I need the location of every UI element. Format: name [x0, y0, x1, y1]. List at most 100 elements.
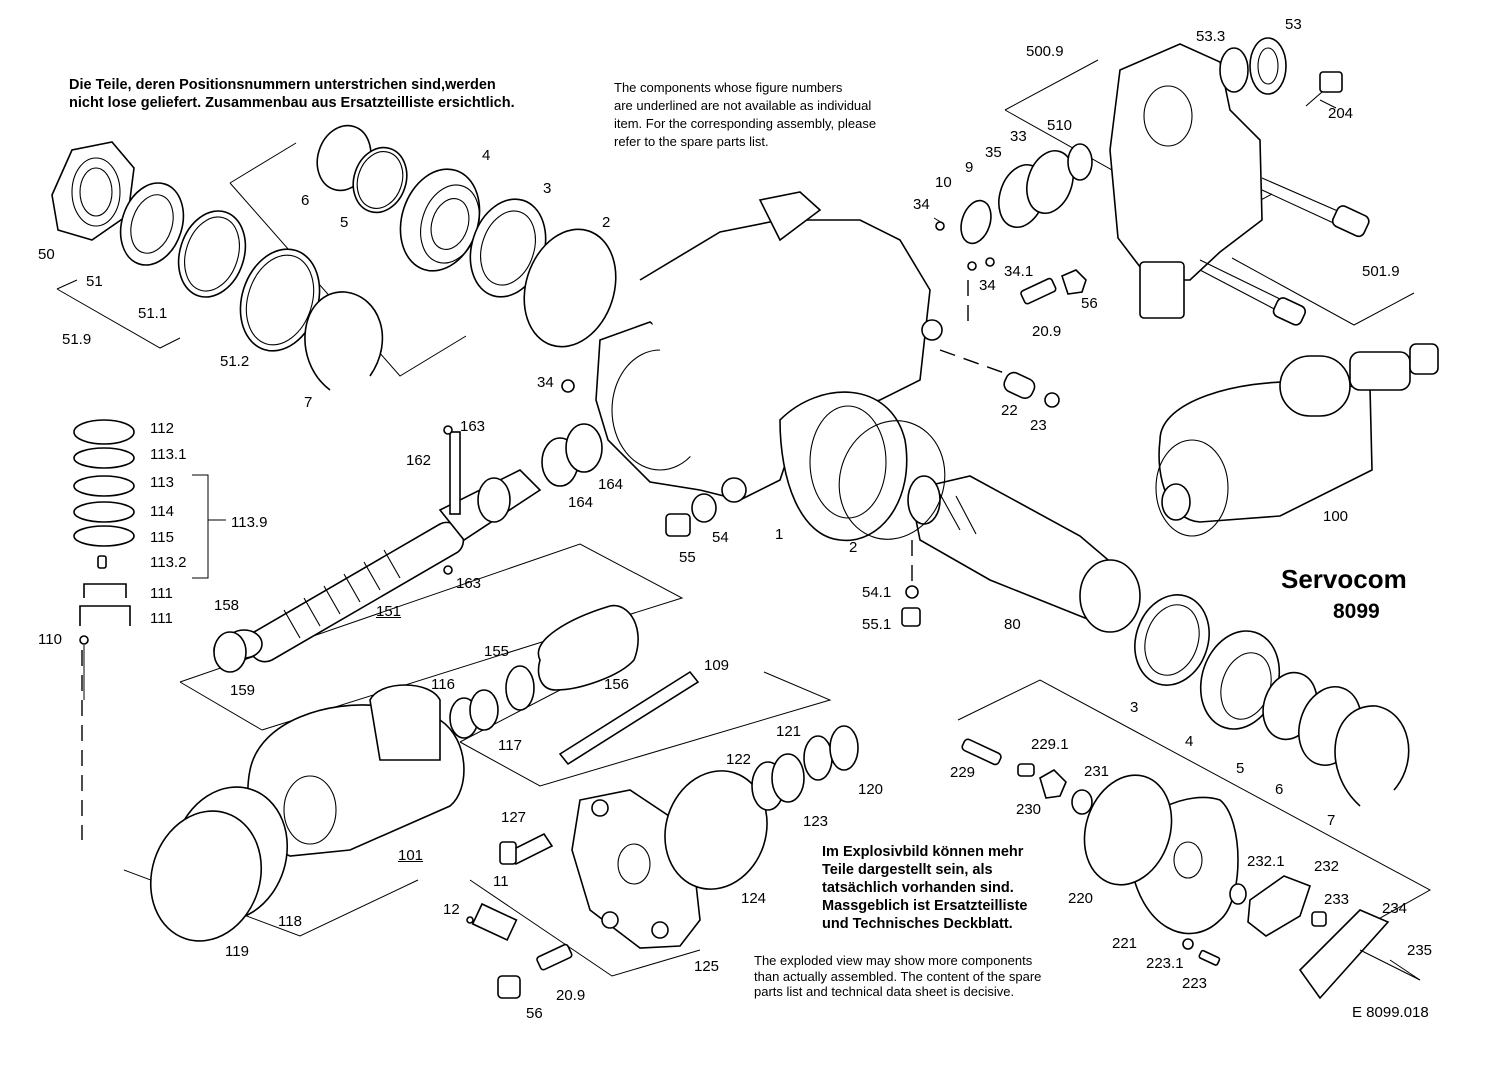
part-label: 232: [1314, 858, 1340, 875]
piston-parts: [213, 604, 700, 766]
part-label: 34: [979, 277, 996, 294]
part-label: 3: [543, 180, 552, 197]
cover-101: [149, 684, 465, 942]
part-label: 9: [965, 159, 974, 176]
part-label: 6: [301, 192, 310, 209]
part-label: 223.1: [1146, 955, 1184, 972]
part-label: 234: [1382, 900, 1408, 917]
part-label: 231: [1084, 763, 1110, 780]
part-label: 100: [1323, 508, 1349, 525]
part-label: 111: [150, 610, 173, 627]
part-label: 11: [493, 873, 509, 890]
part-label: 117: [498, 737, 522, 754]
part-label: 51: [86, 273, 103, 290]
note-english-bottom: The exploded view may show more componen…: [754, 953, 1042, 999]
seal-rings-mid: [541, 379, 717, 537]
part-label: 20.9: [1032, 323, 1062, 340]
bearing-set-top: [316, 124, 617, 348]
parts-stack-113: [73, 419, 135, 645]
part-label: 115: [150, 529, 174, 546]
valve-block: [1109, 37, 1370, 326]
nut-part: [51, 141, 135, 241]
seal-rings-left: [119, 182, 384, 391]
part-label: 4: [1185, 733, 1194, 750]
end-cover-221: [961, 738, 1421, 1000]
part-label: 10: [935, 174, 952, 191]
product-name: Servocom: [1281, 564, 1407, 594]
part-label: 204: [1328, 105, 1354, 122]
part-label: 116: [431, 676, 455, 693]
part-label: 111: [150, 585, 173, 602]
main-housing: [595, 191, 943, 542]
bearing-set-right: [1134, 594, 1410, 807]
part-label: 235: [1407, 942, 1433, 959]
washers-120-123: [751, 725, 859, 811]
part-label: 120: [858, 781, 884, 798]
spindle-151: [213, 425, 542, 665]
part-label: 34.1: [1004, 263, 1034, 280]
part-label: 164: [598, 476, 624, 493]
part-label: 56: [526, 1005, 543, 1022]
part-label: 51.1: [138, 305, 168, 322]
part-label: 5: [340, 214, 349, 231]
part-label: 109: [704, 657, 730, 674]
part-label: 33: [1010, 128, 1027, 145]
part-label: 55: [679, 549, 696, 566]
part-label: 159: [230, 682, 256, 699]
part-label: 22: [1001, 402, 1018, 419]
part-label: 164: [568, 494, 594, 511]
part-label: 113.2: [150, 554, 187, 571]
part-label: 53.3: [1196, 28, 1226, 45]
part-label: 223: [1182, 975, 1208, 992]
part-label: 500.9: [1026, 43, 1064, 60]
part-label: 2: [602, 214, 611, 231]
part-label: 20.9: [556, 987, 586, 1004]
flange-125: [466, 770, 768, 999]
part-label: 53: [1285, 16, 1302, 33]
part-label: 7: [304, 394, 313, 411]
part-label: 1: [775, 526, 784, 543]
part-label: 113: [150, 474, 174, 491]
part-label: 12: [443, 901, 460, 918]
part-label: 162: [406, 452, 432, 469]
leader-lines: [83, 99, 1421, 981]
part-label: 501.9: [1362, 263, 1400, 280]
part-label: 113.1: [150, 446, 187, 463]
part-label: 50: [38, 246, 55, 263]
shaft-80: [838, 420, 1141, 633]
part-label: 155: [484, 643, 510, 660]
part-label: 6: [1275, 781, 1284, 798]
part-label: 156: [604, 676, 630, 693]
part-label: 34: [537, 374, 554, 391]
part-label: 220: [1068, 890, 1094, 907]
seal-rings-top-right: [935, 143, 1093, 305]
part-label: 34: [913, 196, 930, 213]
part-label: 124: [741, 890, 767, 907]
part-label: 5: [1236, 760, 1245, 777]
part-label: 54.1: [862, 584, 892, 601]
part-label: 121: [776, 723, 802, 740]
part-label: 163: [456, 575, 482, 592]
drawing-number: E 8099.018: [1352, 1004, 1429, 1021]
part-label: 55.1: [862, 616, 892, 633]
part-label: 221: [1112, 935, 1138, 952]
part-label: 35: [985, 144, 1002, 161]
part-label: 112: [150, 420, 174, 437]
cylinder-assembly: [1155, 343, 1439, 537]
part-label: 232.1: [1247, 853, 1285, 870]
part-label: 122: [726, 751, 752, 768]
note-german-bottom: Im Explosivbild können mehr Teile darges…: [822, 844, 1028, 932]
part-label: 163: [460, 418, 486, 435]
part-label: 233: [1324, 891, 1350, 908]
part-label: 125: [694, 958, 720, 975]
product-number: 8099: [1333, 600, 1380, 623]
part-label: 230: [1016, 801, 1042, 818]
part-label: 23: [1030, 417, 1047, 434]
part-label: 118: [278, 913, 302, 930]
part-label: 110: [38, 631, 62, 648]
part-label: 2: [849, 539, 858, 556]
part-label: 229.1: [1031, 736, 1069, 753]
part-label: 123: [803, 813, 829, 830]
part-label: 7: [1327, 812, 1336, 829]
